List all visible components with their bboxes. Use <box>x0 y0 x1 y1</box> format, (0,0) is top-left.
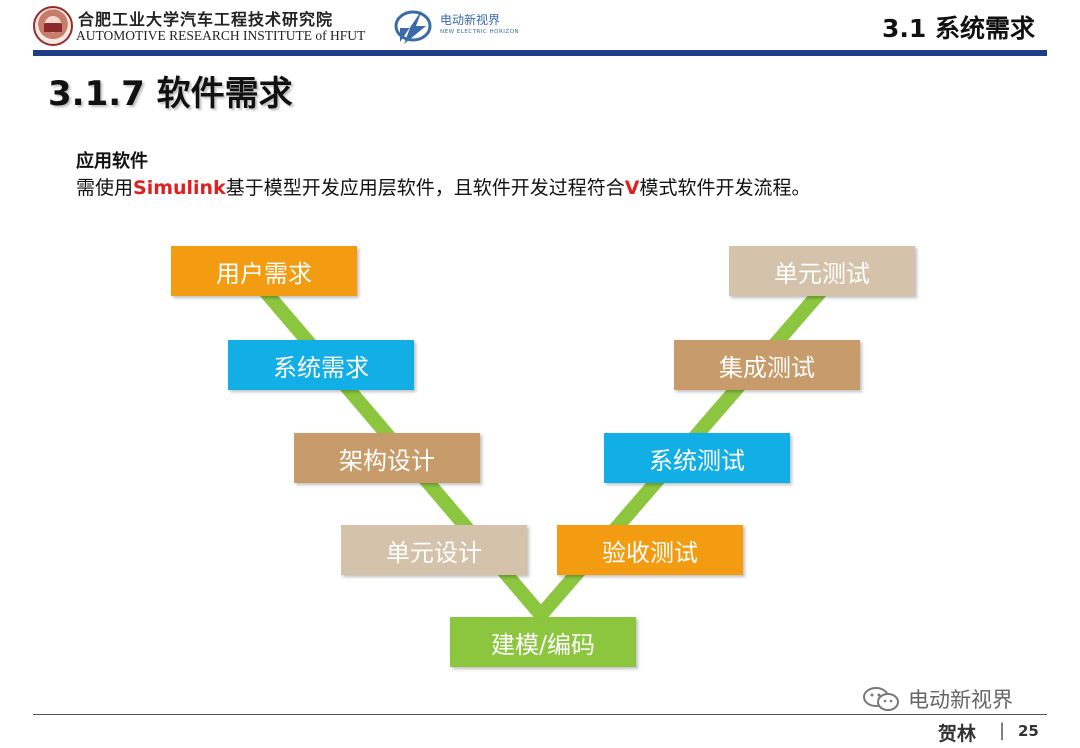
v-box-modeling-coding: 建模/编码 <box>450 617 636 667</box>
v-box-acceptance-test: 单元测试 <box>729 246 915 296</box>
footer-separator: | <box>999 720 1006 741</box>
institute-name-en: AUTOMOTIVE RESEARCH INSTITUTE of HFUT <box>76 28 366 43</box>
partner-name-cn: 电动新视界 <box>440 13 501 27</box>
institute-name-cn: 合肥工业大学汽车工程技术研究院 <box>78 10 334 29</box>
desc-part-1: 需使用 <box>76 177 134 199</box>
v-box-architecture-design: 架构设计 <box>294 433 480 483</box>
wechat-icon <box>863 687 899 711</box>
v-box-unit-test: 验收测试 <box>557 525 743 575</box>
v-box-system-test: 集成测试 <box>674 340 860 390</box>
section-title: 3.1 系统需求 <box>882 14 1035 43</box>
desc-highlight-simulink: Simulink <box>133 177 226 199</box>
footer-rule <box>33 714 1047 715</box>
subheading: 应用软件 <box>76 151 148 172</box>
author-name: 贺林 <box>938 723 977 745</box>
v-box-system-requirements: 系统需求 <box>228 340 414 390</box>
v-box-integration-test: 系统测试 <box>604 433 790 483</box>
header-rule <box>33 50 1047 56</box>
v-box-unit-design: 单元设计 <box>341 525 527 575</box>
description-text: 需使用Simulink基于模型开发应用层软件，且软件开发过程符合V模式软件开发流… <box>76 173 810 200</box>
university-seal-icon <box>33 6 73 46</box>
partner-name-en: NEW ELECTRIC HORIZON <box>440 29 520 35</box>
desc-part-2: 基于模型开发应用层软件，且软件开发过程符合 <box>225 177 625 199</box>
electric-horizon-logo-icon <box>394 10 432 44</box>
slide-header: 合肥工业大学汽车工程技术研究院 AUTOMOTIVE RESEARCH INST… <box>0 0 1080 58</box>
v-box-user-requirements: 用户需求 <box>171 246 357 296</box>
desc-highlight-v: V <box>624 177 640 199</box>
desc-part-3: 模式软件开发流程。 <box>639 177 811 199</box>
wechat-account-label: 电动新视界 <box>908 688 1013 712</box>
page-number: 25 <box>1018 722 1039 740</box>
page-title: 3.1.7 软件需求 <box>48 74 293 114</box>
